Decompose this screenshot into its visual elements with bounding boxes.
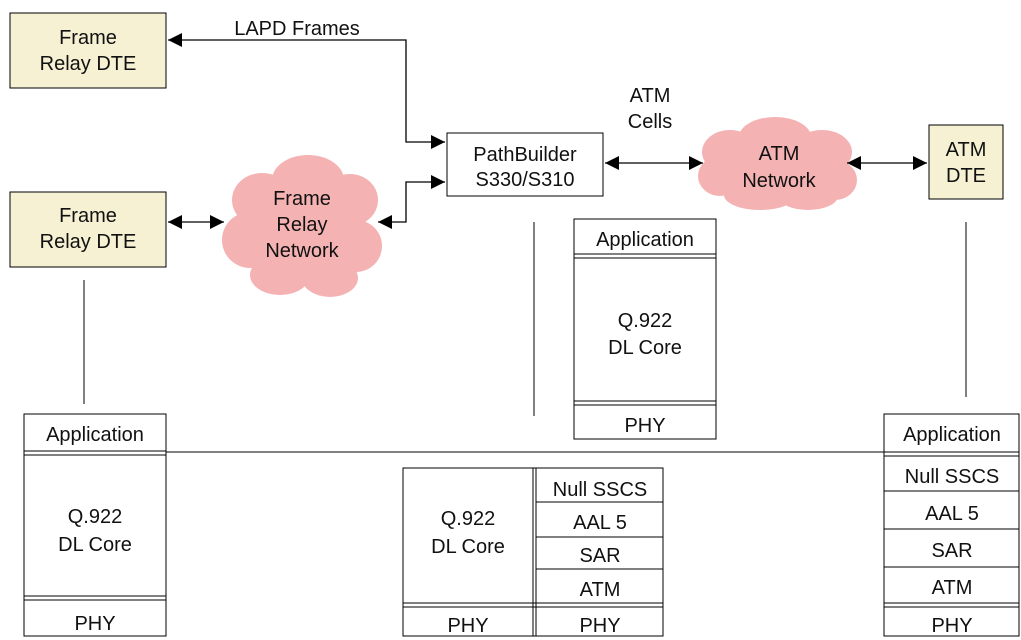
pb-stack-application: Application (596, 229, 694, 251)
frame-relay-dte-top-label-2: Relay DTE (40, 53, 137, 75)
fr-network-to-pathbuilder-link (378, 175, 445, 229)
left-stack-core-1: Q.922 (68, 506, 122, 528)
left-stack-core-2: DL Core (58, 534, 132, 556)
pb-stack-core-1: Q.922 (618, 310, 672, 332)
frame-relay-dte-left-label-2: Relay DTE (40, 231, 137, 253)
left-protocol-stack: Application Q.922 DL Core PHY (23, 413, 167, 637)
pbiw-core-1: Q.922 (441, 508, 495, 530)
atm-network-label-1: ATM (759, 143, 800, 165)
right-stack-aal5: AAL 5 (925, 503, 979, 525)
right-protocol-stack: Application Null SSCS AAL 5 SAR ATM PHY (883, 413, 1020, 637)
pathbuilder-box (446, 132, 604, 197)
pbiw-sar: SAR (579, 545, 620, 567)
vertical-connectors (83, 222, 967, 416)
right-stack-application: Application (903, 424, 1001, 446)
pbiw-phy-left: PHY (447, 615, 488, 637)
left-stack-phy: PHY (74, 613, 115, 635)
frame-relay-dte-top-box (9, 12, 167, 89)
lapd-frames-label: LAPD Frames (234, 18, 360, 40)
pbiw-null-sscs: Null SSCS (553, 479, 647, 501)
pbiw-atm: ATM (580, 579, 621, 601)
pathbuilder-interworking-stack: Q.922 DL Core PHY Null SSCS AAL 5 SAR AT… (402, 467, 664, 637)
atm-network-cloud (698, 117, 857, 210)
pb-stack-phy: PHY (624, 415, 665, 437)
frame-relay-network-cloud (222, 155, 382, 297)
atm-cells-label-2: Cells (628, 111, 672, 133)
pbiw-aal5: AAL 5 (573, 512, 627, 534)
right-stack-atm: ATM (932, 577, 973, 599)
atm-dte-label-2: DTE (946, 165, 986, 187)
pb-stack-core-2: DL Core (608, 337, 682, 359)
right-stack-sar: SAR (931, 540, 972, 562)
pathbuilder-frame-stack: Application Q.922 DL Core PHY (573, 218, 717, 440)
pbiw-phy-right: PHY (579, 615, 620, 637)
frame-relay-dte-left-box (9, 191, 167, 268)
pbiw-core-2: DL Core (431, 536, 505, 558)
right-stack-null-sscs: Null SSCS (905, 466, 999, 488)
frame-relay-network-label-2: Relay (276, 214, 327, 236)
atm-network-label-2: Network (742, 170, 816, 192)
frame-relay-network-label-3: Network (265, 240, 339, 262)
right-stack-phy: PHY (931, 615, 972, 637)
frame-relay-network-label-1: Frame (273, 188, 331, 210)
pathbuilder-label-1: PathBuilder (473, 144, 577, 166)
frame-relay-dte-top-label-1: Frame (59, 27, 117, 49)
atm-dte-box (928, 124, 1004, 200)
pathbuilder-label-2: S330/S310 (476, 169, 575, 191)
frame-relay-dte-left-label-1: Frame (59, 205, 117, 227)
atm-cells-label-1: ATM (630, 85, 671, 107)
left-stack-application: Application (46, 424, 144, 446)
atm-dte-label-1: ATM (946, 139, 987, 161)
lapd-link (168, 33, 445, 149)
